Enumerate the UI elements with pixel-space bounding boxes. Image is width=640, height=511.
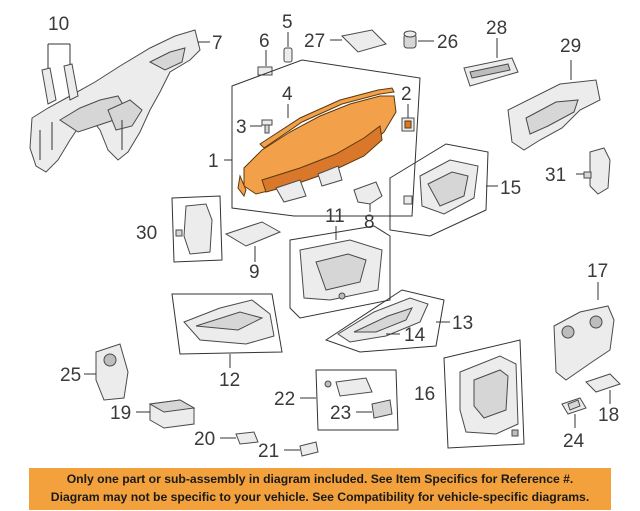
disclaimer-banner: Only one part or sub-assembly in diagram… — [29, 468, 611, 510]
callout-11: 11 — [325, 206, 345, 227]
part-31-trim — [583, 147, 611, 195]
part-16-side-panel — [459, 355, 519, 437]
part-8-bracket — [353, 181, 383, 205]
callout-21: 21 — [258, 441, 279, 462]
part-4-defrost-strip-highlighted — [259, 87, 395, 149]
part-9-bracket — [224, 221, 282, 247]
callout-8: 8 — [364, 212, 375, 233]
callout-16: 16 — [414, 384, 435, 405]
part-27-pad — [340, 29, 387, 53]
part-16-frame — [443, 339, 525, 449]
part-11-glovebox-door — [299, 239, 383, 301]
part-20-block — [235, 431, 259, 445]
part-1-dash-pad-highlighted — [237, 95, 397, 203]
callout-19: 19 — [110, 403, 131, 424]
part-22-frame — [315, 369, 399, 431]
part-19-box — [148, 399, 196, 429]
callout-13: 13 — [452, 313, 473, 334]
part-21-pad — [299, 441, 319, 457]
part-1-assembly-frame — [231, 59, 421, 217]
callout-26: 26 — [437, 32, 458, 53]
callout-14: 14 — [404, 325, 426, 346]
disclaimer-line-1: Only one part or sub-assembly in diagram… — [66, 472, 574, 486]
part-30-frame — [171, 195, 223, 263]
part-28-vent — [463, 57, 519, 87]
callout-5: 5 — [282, 12, 293, 33]
part-29-bezel — [507, 79, 601, 151]
callout-20: 20 — [194, 429, 215, 450]
part-17-console — [553, 305, 615, 381]
callout-31: 31 — [545, 165, 566, 186]
callout-4: 4 — [282, 84, 293, 105]
part-23-switch — [371, 399, 393, 419]
part-11-frame — [289, 225, 391, 319]
part-13-frame — [324, 289, 445, 353]
callout-6: 6 — [259, 31, 270, 52]
callout-17: 17 — [587, 261, 608, 282]
callout-2: 2 — [401, 84, 412, 105]
callout-10: 10 — [48, 14, 69, 35]
callout-28: 28 — [486, 18, 507, 39]
callout-7: 7 — [212, 33, 223, 54]
disclaimer-line-2: Diagram may not be specific to your vehi… — [50, 489, 590, 504]
part-25-bolster — [95, 343, 129, 401]
part-5-pin — [283, 47, 293, 63]
part-24-bracket — [561, 397, 587, 415]
part-12-lower-cover — [183, 299, 275, 345]
callout-22: 22 — [274, 389, 295, 410]
part-26-knob — [403, 30, 417, 49]
part-15-bin — [403, 159, 479, 215]
callout-29: 29 — [560, 36, 581, 57]
part-10-brackets — [41, 63, 79, 105]
callout-18: 18 — [598, 405, 619, 426]
part-15-frame — [389, 143, 489, 237]
part-7-panel-frame — [29, 29, 201, 173]
callout-30: 30 — [136, 223, 157, 244]
exploded-parts-diagram: 7 10 6 5 27 26 28 29 — [29, 12, 621, 462]
part-12-frame — [171, 293, 283, 355]
callout-24: 24 — [563, 431, 585, 452]
callout-9: 9 — [249, 262, 260, 283]
callout-1: 1 — [208, 151, 219, 172]
callout-12: 12 — [219, 370, 240, 391]
part-2-clip — [401, 117, 415, 132]
callout-27: 27 — [304, 31, 325, 52]
part-18-pad — [585, 373, 621, 393]
callout-15: 15 — [500, 178, 521, 199]
callout-25: 25 — [60, 365, 81, 386]
callout-23: 23 — [330, 403, 351, 424]
part-22-switch-bracket — [324, 377, 373, 397]
callout-3: 3 — [236, 117, 247, 138]
part-3-screw — [261, 119, 273, 134]
part-13-trim-panel — [337, 297, 429, 343]
part-30-panel — [175, 203, 213, 255]
